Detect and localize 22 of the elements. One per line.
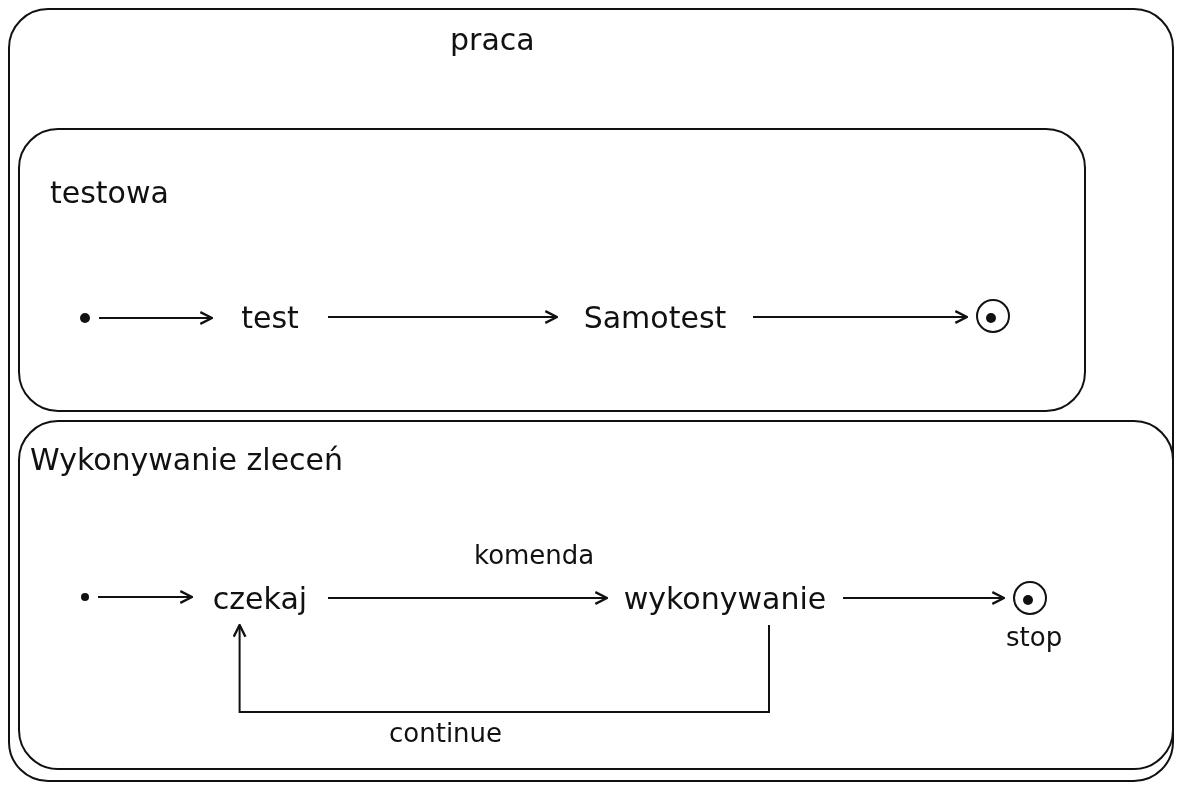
state-region: [18, 420, 1174, 770]
transition-arrow: [97, 590, 194, 604]
transition-arrow: [98, 311, 214, 325]
transition-arrow: [842, 591, 1006, 605]
region-title: testowa: [50, 175, 169, 210]
state-region: [18, 128, 1086, 412]
transition-arrow: [327, 591, 609, 605]
state-label: wykonywanie: [615, 575, 835, 621]
state-label: test: [220, 295, 320, 339]
final-state: [1012, 580, 1048, 616]
state-label: czekaj: [200, 575, 320, 621]
initial-state: [79, 312, 91, 324]
region-title: praca: [450, 22, 535, 57]
transition-arrow: [232, 623, 770, 713]
region-title: Wykonywanie zleceń: [30, 442, 344, 477]
transition-arrow: [327, 310, 559, 324]
transition-arrow: [752, 310, 969, 324]
state-region: [8, 8, 1174, 782]
initial-state: [80, 592, 90, 602]
final-state: [975, 298, 1011, 334]
state-caption: stop: [1006, 622, 1063, 652]
state-label: Samotest: [565, 295, 745, 339]
